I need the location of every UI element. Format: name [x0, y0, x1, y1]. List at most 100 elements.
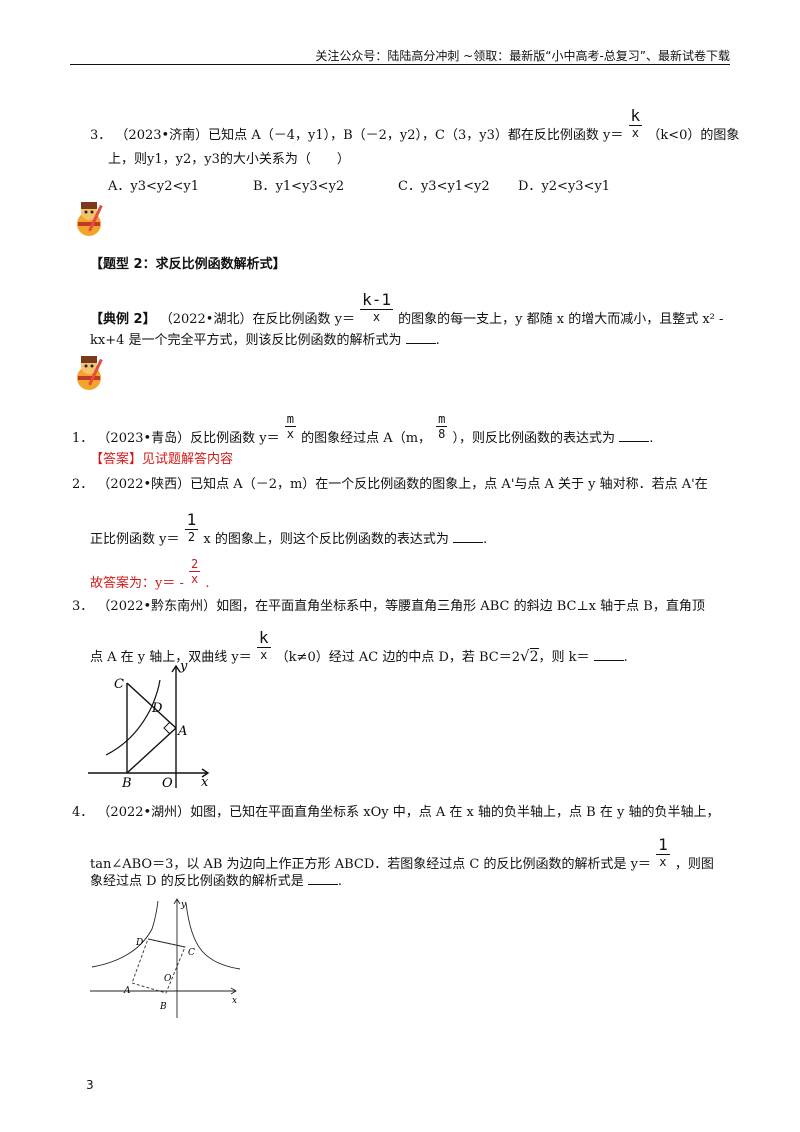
problem-text: （2023•青岛）反比例函数 y＝ [97, 431, 280, 446]
problem-text: 点 A 在 y 轴上，双曲线 y＝ [90, 650, 252, 665]
label-x: x [232, 996, 237, 1006]
solution-text: 故答案为：y＝ - 2 x . [90, 557, 210, 598]
problem-text: 正比例函数 y＝ [90, 532, 180, 547]
fraction-denominator: x [191, 572, 199, 586]
answer-blank[interactable] [307, 872, 338, 885]
example-text: （2022•湖北）在反比例函数 y＝ [159, 312, 355, 327]
label-c: C [114, 677, 124, 692]
problem-number: 3． [72, 599, 94, 614]
answer-text: 【答案】见试题解答内容 [90, 452, 234, 467]
fraction-numerator: k-1 [360, 290, 393, 310]
problem-text: （2022•黔东南州）如图，在平面直角坐标系中，等腰直角三角形 ABC 的斜边 … [97, 599, 705, 614]
problem-number: 4． [72, 805, 94, 820]
fraction-k-over-x: k x [628, 106, 643, 140]
answer-blank[interactable] [405, 331, 436, 344]
fraction-numerator: 1 [184, 510, 199, 530]
problem-4-line-3: 象经过点 D 的反比例函数的解析式是 . [90, 872, 342, 889]
question-source: （2023•济南）已知点 [115, 128, 248, 143]
problem-3-line-2: 点 A 在 y 轴上，双曲线 y＝ k x （k≠0）经过 AC 边的中点 D，… [90, 628, 628, 665]
fraction-numerator: m [436, 412, 448, 427]
problem-number: 1． [72, 431, 94, 446]
label-b: B [159, 1002, 167, 1012]
label-o: O [164, 974, 172, 984]
problem-text-cont: ，则图 [674, 857, 714, 872]
fraction-numerator: k [628, 106, 643, 126]
fraction-denominator: x [286, 427, 295, 441]
figure-problem-4: D C O A B x y [90, 895, 242, 1020]
question-number: 3． [90, 128, 112, 143]
problem-4-line-2: tan∠ABO＝3，以 AB 为边向上作正方形 ABCD．若图象经过点 C 的反… [90, 836, 714, 881]
problem-text-cont: ），则反比例函数的表达式为 [452, 431, 616, 446]
example-2-line-1: 【典例 2】 （2022•湖北）在反比例函数 y＝ k-1 x 的图象的每一支上… [90, 291, 724, 336]
label-d: D [151, 701, 163, 716]
problem-text-cont: 的图象经过点 A（m， [301, 431, 432, 446]
fraction-m-over-8: m 8 [436, 412, 448, 441]
label-x: x [201, 775, 209, 790]
problem-text-cont: x 的图象上，则这个反比例函数的表达式为 [203, 532, 449, 547]
problem-text-cont: ，则 k＝ [538, 650, 590, 665]
label-c: C [188, 948, 195, 958]
section-title: 【题型 2：求反比例函数解析式】 [90, 257, 286, 272]
option-c[interactable]: C．y3<y1<y2 [398, 175, 490, 194]
question-3-line-1: 3． （2023•济南）已知点 A（－4，y1），B（－2，y2），C（3，y3… [90, 107, 739, 152]
problem-text: 象经过点 D 的反比例函数的解析式是 [90, 874, 304, 889]
option-text: y3<y1<y2 [420, 179, 490, 194]
fraction-denominator: x [631, 126, 639, 140]
fraction-m-over-x: m x [284, 412, 297, 441]
answer-blank[interactable] [453, 530, 484, 543]
option-text: y2<y3<y1 [541, 179, 611, 194]
label-y: y [179, 660, 188, 674]
equation-prefix: y＝ [603, 128, 624, 143]
solution-suffix: . [205, 576, 210, 591]
options-row: A．y3<y2<y1 B．y1<y3<y2 C．y3<y1<y2 D．y2<y3… [108, 175, 628, 195]
figure-problem-3: C D A B O x y [88, 659, 218, 791]
problem-text: （2022•湖州）如图，已知在平面直角坐标系 xOy 中，点 A 在 x 轴的负… [97, 805, 720, 820]
option-label: B． [253, 179, 276, 194]
question-text: A（－4，y1），B（－2，y2），C（3，y3）都在反比例函数 [251, 128, 599, 143]
option-text: y3<y2<y1 [130, 179, 200, 194]
option-label: A． [108, 179, 131, 194]
option-text: y1<y3<y2 [275, 179, 345, 194]
problem-3-line-1: 3． （2022•黔东南州）如图，在平面直角坐标系中，等腰直角三角形 ABC 的… [72, 597, 705, 617]
fraction-numerator: 1 [656, 835, 670, 855]
fraction-numerator: k [256, 628, 271, 648]
answer-blank[interactable] [593, 648, 624, 661]
label-a: A [177, 724, 187, 739]
question-3-line-2: 上，则y1，y2，y3的大小关系为（ ） [108, 152, 350, 167]
page-number: 3 [86, 1078, 94, 1092]
fraction-denominator: x [372, 310, 381, 324]
label-a: A [123, 986, 131, 996]
fraction-2-over-x: 2 x [189, 557, 201, 586]
problem-text-cont: （k≠0）经过 AC 边的中点 D，若 BC＝2 [275, 650, 521, 665]
example-text-line2: kx+4 是一个完全平方式，则该反比例函数的解析式为 [90, 333, 402, 348]
problem-2-line-2: 正比例函数 y＝ 1 2 x 的图象上，则这个反比例函数的表达式为 . [90, 510, 488, 548]
header-rule [70, 64, 730, 65]
fraction-denominator: x [659, 855, 667, 869]
option-label: D． [518, 179, 542, 194]
label-y: y [180, 900, 187, 910]
fraction-k-minus-1-over-x: k-1 x [360, 291, 393, 324]
option-a[interactable]: A．y3<y2<y1 [108, 175, 199, 194]
example-text-cont: 的图象的每一支上，y 都随 x 的增大而减小，且整式 x² - [398, 312, 724, 327]
label-o: O [162, 776, 173, 790]
fraction-denominator: 2 [187, 530, 196, 544]
fraction-numerator: 2 [189, 557, 201, 572]
problem-2-line-1: 2． （2022•陕西）已知点 A（－2，m）在一个反比例函数的图象上，点 A'… [72, 475, 708, 495]
fraction-1-over-x: 1 x [656, 836, 670, 869]
label-b: B [121, 776, 132, 790]
mascot-icon [72, 198, 106, 242]
fraction-numerator: m [284, 412, 297, 427]
answer-blank[interactable] [619, 429, 650, 442]
option-b[interactable]: B．y1<y3<y2 [253, 175, 344, 194]
fraction-k-over-x: k x [256, 628, 271, 662]
problem-4-line-1: 4． （2022•湖州）如图，已知在平面直角坐标系 xOy 中，点 A 在 x … [72, 803, 719, 823]
option-d[interactable]: D．y2<y3<y1 [518, 175, 610, 194]
page-header: 关注公众号：陆陆高分冲刺 ~领取：最新版“小中高考-总复习”、最新试卷下载 [315, 49, 730, 63]
problem-text: （2022•陕西）已知点 A（－2，m）在一个反比例函数的图象上，点 A'与点 … [97, 477, 708, 492]
problem-number: 2． [72, 477, 94, 492]
fraction-denominator: 8 [438, 427, 446, 441]
sqrt-symbol: √ [520, 647, 530, 665]
label-d: D [135, 938, 143, 948]
mascot-icon [72, 352, 106, 396]
example-2-line-2: kx+4 是一个完全平方式，则该反比例函数的解析式为 . [90, 331, 440, 348]
